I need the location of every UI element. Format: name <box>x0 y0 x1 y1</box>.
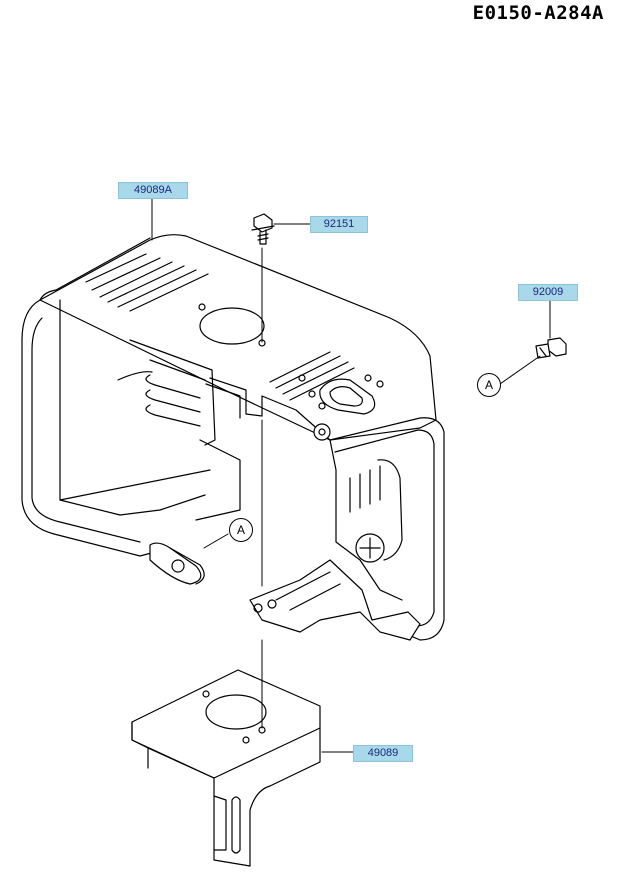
reference-mark-a-right: A <box>477 373 501 397</box>
reference-mark-a-left: A <box>229 518 253 542</box>
leader-lines <box>151 197 551 753</box>
bottom-bracket-shape <box>131 669 321 867</box>
bolt-92009-shape <box>535 337 567 359</box>
reference-mark-label: A <box>236 523 245 537</box>
part-label-49089A[interactable]: 49089A <box>118 182 188 199</box>
bolt-92151-shape <box>251 213 275 245</box>
reference-mark-label: A <box>484 378 493 392</box>
part-label-92009[interactable]: 92009 <box>518 284 578 301</box>
engine-cover-shape <box>21 234 445 641</box>
part-label-92151[interactable]: 92151 <box>310 216 368 233</box>
part-label-49089[interactable]: 49089 <box>353 745 413 762</box>
document-code: E0150-A284A <box>472 2 604 24</box>
